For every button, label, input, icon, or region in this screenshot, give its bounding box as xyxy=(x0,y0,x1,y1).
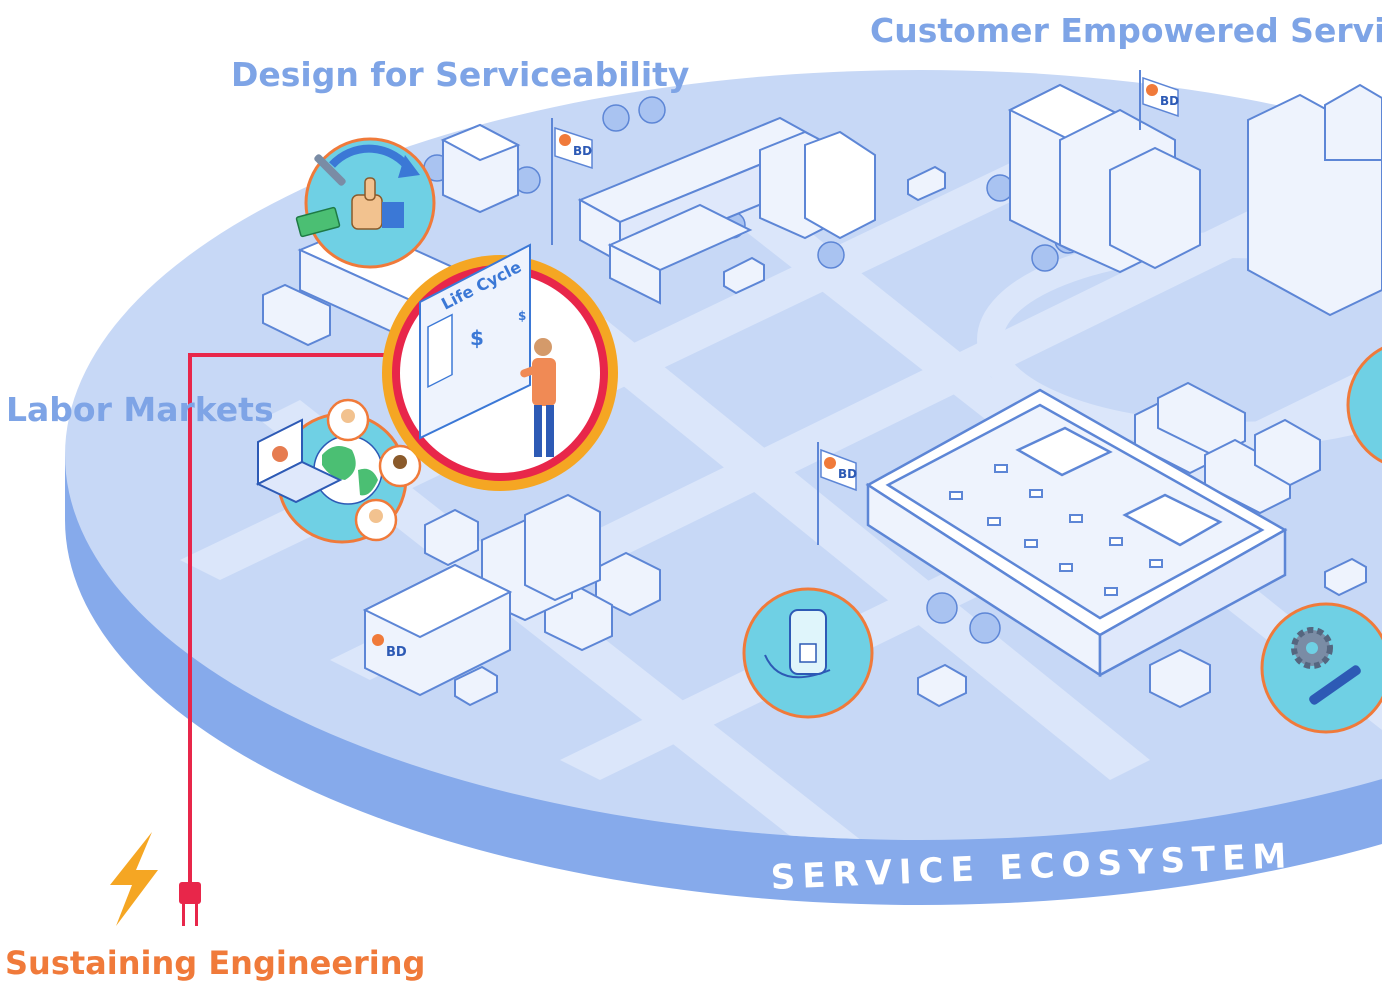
sustaining-engineering-label: Sustaining Engineering xyxy=(5,944,426,982)
whiteboard xyxy=(419,243,531,440)
medical-device-icon xyxy=(742,587,874,719)
customer-headquarters xyxy=(1007,83,1382,317)
vans xyxy=(454,165,1367,708)
wrench-icon xyxy=(314,154,346,186)
bd-flag-text: BD xyxy=(1160,94,1179,108)
bd-warehouse-logo-text: BD xyxy=(386,645,407,660)
money-icon xyxy=(295,206,341,238)
wrench-icon xyxy=(1309,665,1361,705)
currency-symbol: $ xyxy=(470,326,484,350)
customer-empowered-service-label: Customer Empowered Service xyxy=(870,11,1382,50)
roof-vents xyxy=(949,464,1163,596)
bd-flag-text: BD xyxy=(573,144,592,158)
partial-icon-circle xyxy=(1346,346,1382,464)
lightning-bolt-icon xyxy=(110,832,158,926)
design-for-serviceability-label: Design for Serviceability xyxy=(231,55,690,94)
labor-markets-icon xyxy=(255,398,422,544)
distribution-warehouses xyxy=(362,493,601,697)
road xyxy=(480,250,1150,780)
design-serviceability-icon xyxy=(295,137,436,269)
currency-symbol: $ xyxy=(518,309,526,323)
sustaining-engineering-connector xyxy=(179,353,385,926)
bd-flags: BD BD BD BD xyxy=(372,70,1179,660)
plug-icon xyxy=(179,882,201,904)
engineer-person xyxy=(520,338,556,457)
labor-markets-label: Labor Markets xyxy=(6,390,274,429)
truck-fleet xyxy=(262,283,1321,709)
life-cycle-highlight: Life Cycle $ $ xyxy=(382,243,618,491)
hospital-campus xyxy=(577,116,876,305)
gear-wrench-icon xyxy=(1260,602,1382,734)
distribution-center xyxy=(865,388,1288,678)
bd-flag-text: BD xyxy=(838,467,857,481)
